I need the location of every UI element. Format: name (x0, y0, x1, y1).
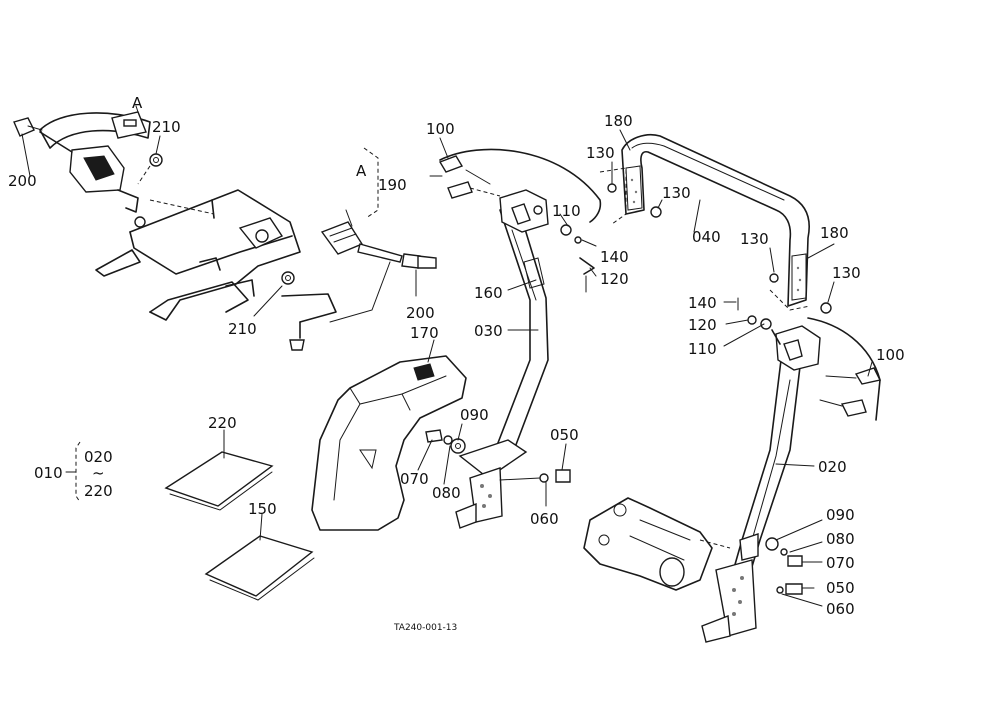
rops-post-left (425, 189, 571, 529)
seat (311, 355, 467, 531)
callout-040: 040 (692, 228, 721, 246)
callout-110: 110 (688, 340, 717, 358)
callout-110: 110 (552, 202, 581, 220)
callout-020: 020 (84, 448, 113, 466)
callout-A: A (356, 162, 367, 180)
callout-210: 210 (152, 118, 181, 136)
callout-160: 160 (474, 284, 503, 302)
callout-070: 070 (400, 470, 429, 488)
rops-top-frame (599, 134, 832, 314)
callout-120: 120 (600, 270, 629, 288)
callout-220: 220 (84, 482, 113, 500)
seat-belt-assembly (13, 111, 163, 228)
seat-base-frame (95, 189, 391, 351)
callout-200: 200 (406, 304, 435, 322)
axle-housing (583, 497, 731, 591)
buckle-assembly (320, 147, 437, 269)
callout-050: 050 (826, 579, 855, 597)
rops-hose-and-pins-left (429, 148, 602, 293)
callout-140: 140 (600, 248, 629, 266)
callout-180: 180 (820, 224, 849, 242)
callout-130: 130 (586, 144, 615, 162)
rops-post-right (701, 297, 882, 643)
callout-010: 010 (34, 464, 63, 482)
callout-220: 220 (208, 414, 237, 432)
callout-labels: 200 A 210 A 190 200 210 170 100 160 030 … (8, 94, 905, 633)
decal-sheets (164, 451, 315, 601)
callout-080: 080 (432, 484, 461, 502)
callout-100: 100 (876, 346, 905, 364)
callout-200: 200 (8, 172, 37, 190)
callout-060: 060 (530, 510, 559, 528)
callout-130: 130 (662, 184, 691, 202)
callout-170: 170 (410, 324, 439, 342)
callout-080: 080 (826, 530, 855, 548)
callout-020: 020 (818, 458, 847, 476)
callout-090: 090 (826, 506, 855, 524)
callout-130: 130 (832, 264, 861, 282)
callout-190: 190 (378, 176, 407, 194)
callout-140: 140 (688, 294, 717, 312)
callout-210: 210 (228, 320, 257, 338)
callout-A: A (132, 94, 143, 112)
callout-120: 120 (688, 316, 717, 334)
figure-code: TA240-001-13 (393, 623, 457, 633)
callout-130: 130 (740, 230, 769, 248)
callout-100: 100 (426, 120, 455, 138)
callout-050: 050 (550, 426, 579, 444)
callout-030: 030 (474, 322, 503, 340)
callout-150: 150 (248, 500, 277, 518)
callout-060: 060 (826, 600, 855, 618)
callout-tilde: ~ (92, 464, 105, 482)
callout-070: 070 (826, 554, 855, 572)
callout-180: 180 (604, 112, 633, 130)
callout-090: 090 (460, 406, 489, 424)
leader-lines (21, 105, 873, 607)
